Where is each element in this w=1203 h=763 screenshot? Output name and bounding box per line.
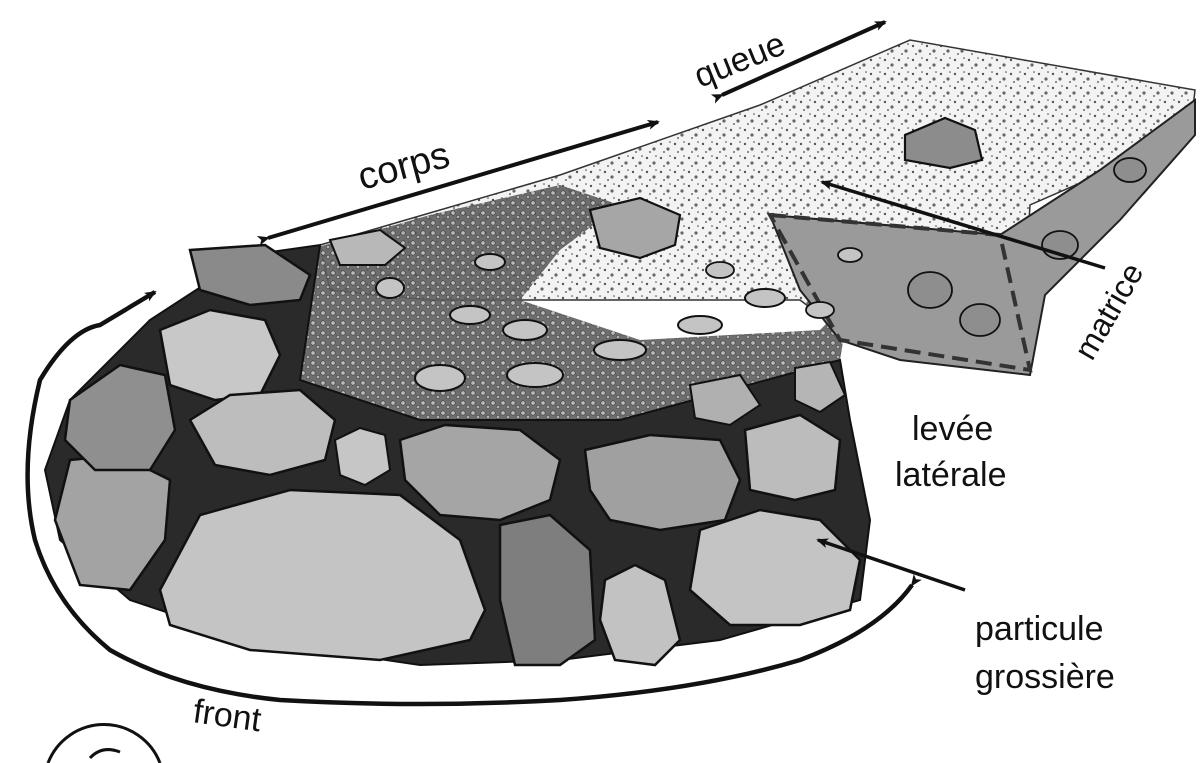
pebble [1114, 158, 1146, 182]
cropped-circle-icon [48, 725, 160, 763]
pebble [507, 363, 563, 387]
label-particule-line2: grossière [975, 658, 1115, 696]
pebble [908, 272, 952, 308]
boulder [65, 365, 175, 470]
label-matrice: matrice [1067, 257, 1151, 366]
pebble [806, 302, 834, 318]
pebble [376, 278, 404, 298]
pebble [678, 316, 722, 334]
pebble [838, 248, 862, 262]
pebble [594, 340, 646, 360]
label-levee-line1: levée [912, 410, 993, 448]
pebble [503, 320, 547, 340]
label-particule-line1: particule [975, 610, 1104, 648]
pebble [960, 304, 1000, 336]
boulder [585, 435, 740, 530]
cropped-circle-inner-mark [90, 750, 120, 758]
pebble [475, 254, 505, 270]
label-levee-line2: latérale [895, 456, 1007, 494]
pebble [745, 289, 785, 307]
pebble [706, 262, 734, 278]
label-queue: queue [689, 25, 791, 96]
pebble [450, 306, 490, 324]
label-front: front [191, 692, 264, 739]
boulder [160, 310, 280, 400]
pebble [415, 365, 465, 391]
